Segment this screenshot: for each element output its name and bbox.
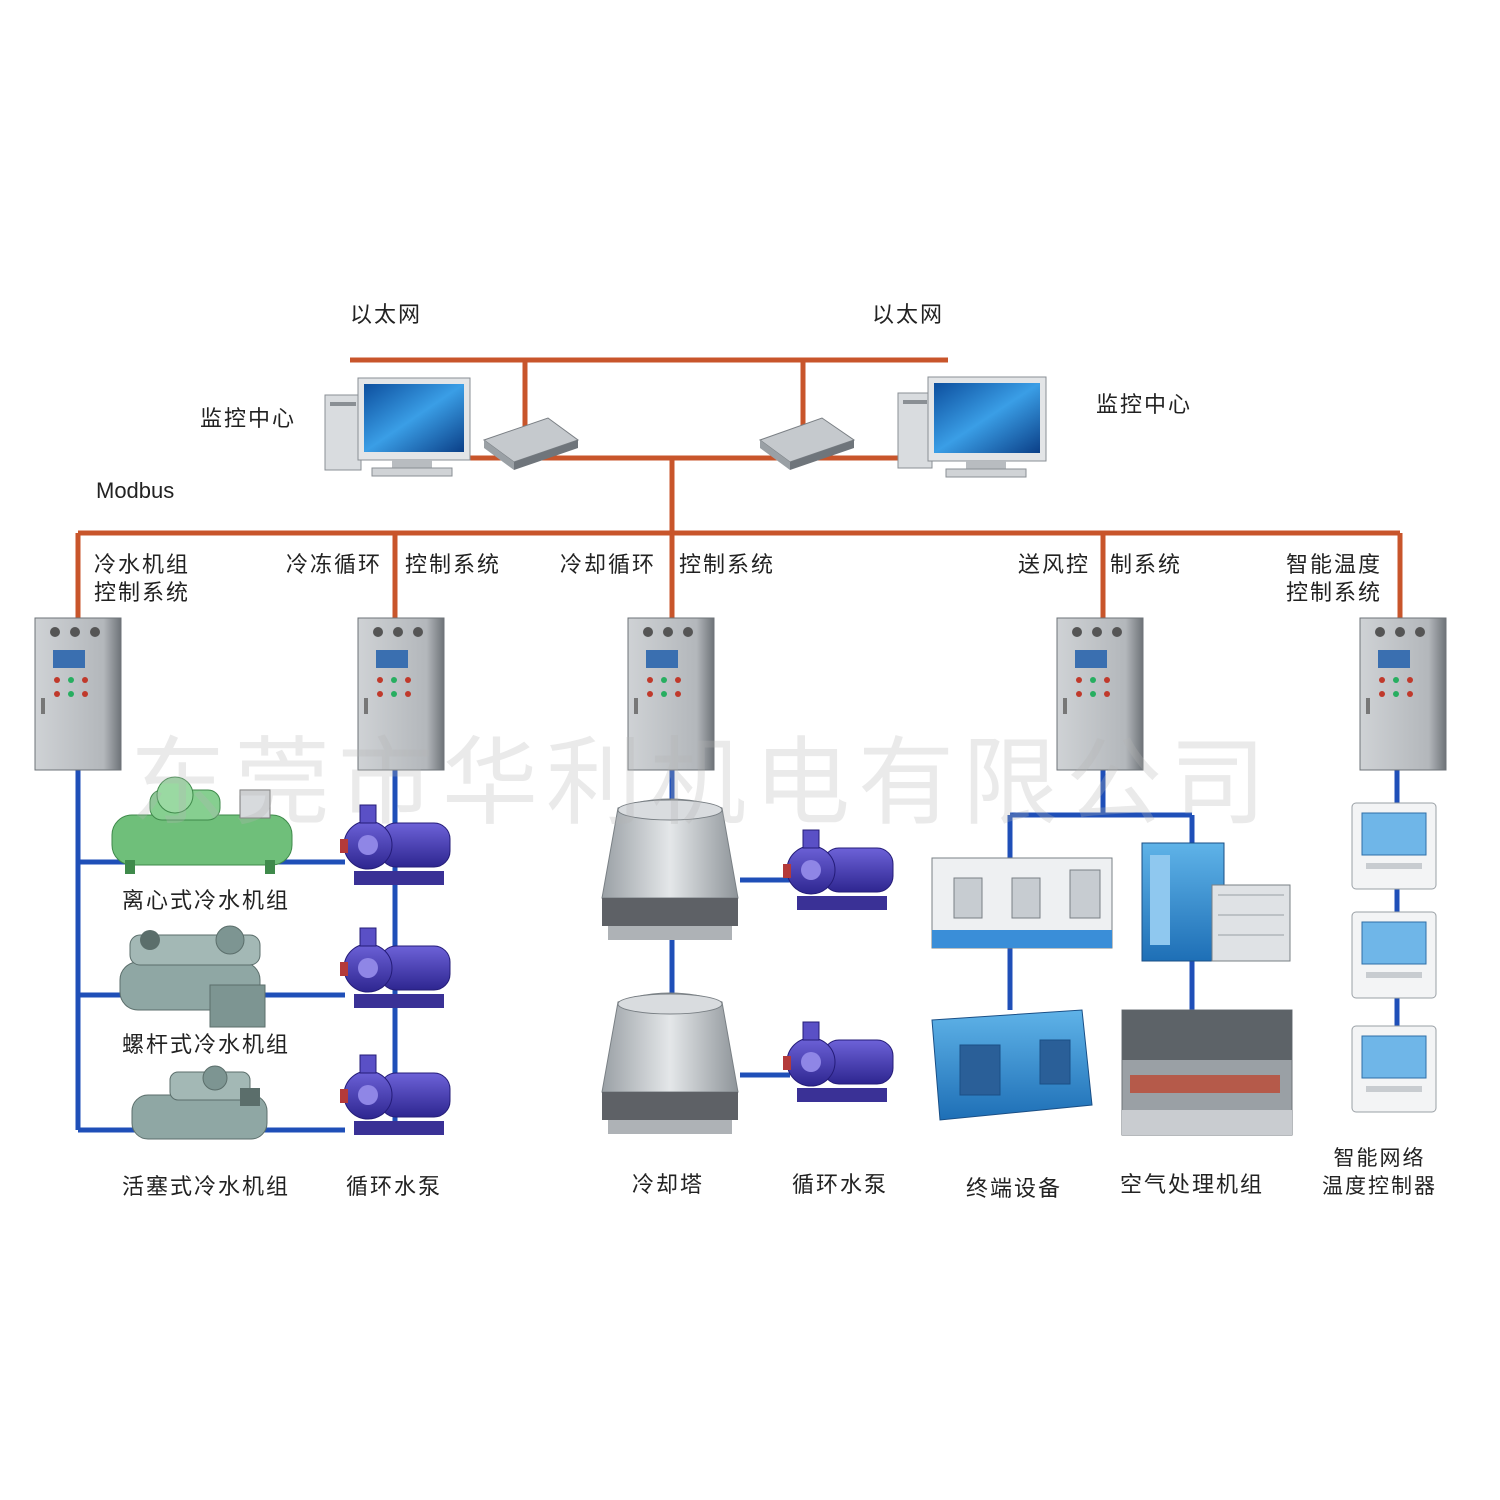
circulation-pump-label-left: 循环水泵 [346, 1175, 443, 1200]
control-cabinet-freeze [357, 617, 445, 771]
ethernet-label-left: 以太网 [350, 303, 423, 328]
supply-air-label-b: 制系统 [1110, 553, 1183, 578]
chiller-screw [119, 925, 266, 1028]
chiller-centrifugal [111, 776, 293, 874]
pumps [340, 804, 894, 1135]
screw-chiller-label: 螺杆式冷水机组 [122, 1033, 291, 1058]
cooling-tower-1 [601, 798, 739, 940]
computer-right [897, 376, 1047, 478]
control-cabinets [34, 617, 1447, 771]
circulation-pump-3 [340, 1054, 451, 1135]
terminal-equipment-label: 终端设备 [966, 1177, 1063, 1202]
freeze-cycle-label: 冷冻循环 [286, 553, 383, 578]
switch-right [758, 417, 856, 470]
cooling-tower-2 [601, 992, 739, 1134]
computer-left [324, 377, 471, 477]
circulation-pump-4 [783, 829, 894, 910]
chiller-piston [131, 1065, 268, 1140]
ethernet-label-right: 以太网 [872, 303, 945, 328]
control-cabinet-supply-air [1056, 617, 1144, 771]
circulation-pump-2 [340, 927, 451, 1008]
chiller-control-system-label: 冷水机组 控制系统 [94, 553, 191, 606]
smart-temp-control-label: 智能温度 控制系统 [1286, 553, 1383, 606]
thermostats [1351, 802, 1437, 1113]
piston-chiller-label: 活塞式冷水机组 [122, 1175, 291, 1200]
switch-left [482, 417, 580, 470]
freeze-control-label: 控制系统 [405, 553, 502, 578]
watermark-text: 东莞市华利机电有限公司 [130, 727, 1274, 839]
ethernet-lines [75, 357, 1403, 620]
smart-thermostat-label: 智能网络 温度控制器 [1322, 1146, 1437, 1198]
control-cabinet-cooling [627, 617, 715, 771]
circulation-pump-label-mid: 循环水泵 [792, 1173, 889, 1198]
centrifugal-chiller-label: 离心式冷水机组 [122, 889, 291, 914]
cooling-cycle-label: 冷却循环 [560, 553, 657, 578]
monitor-center-label-left: 监控中心 [200, 407, 297, 432]
supply-air-label-a: 送风控 [1018, 553, 1091, 578]
circulation-pump-1 [340, 804, 451, 885]
cooling-control-label: 控制系统 [679, 553, 776, 578]
monitor-center-label-right: 监控中心 [1096, 393, 1193, 418]
ahu-label: 空气处理机组 [1120, 1173, 1265, 1198]
modbus-label: Modbus [96, 478, 175, 503]
circulation-pump-5 [783, 1021, 894, 1102]
cooling-towers [601, 798, 739, 1134]
cooling-tower-label: 冷却塔 [632, 1173, 705, 1198]
ahu-units [1121, 842, 1293, 1136]
control-cabinet-smart-temp [1359, 617, 1447, 771]
control-cabinet-chiller [34, 617, 122, 771]
terminal-units [931, 857, 1113, 1121]
